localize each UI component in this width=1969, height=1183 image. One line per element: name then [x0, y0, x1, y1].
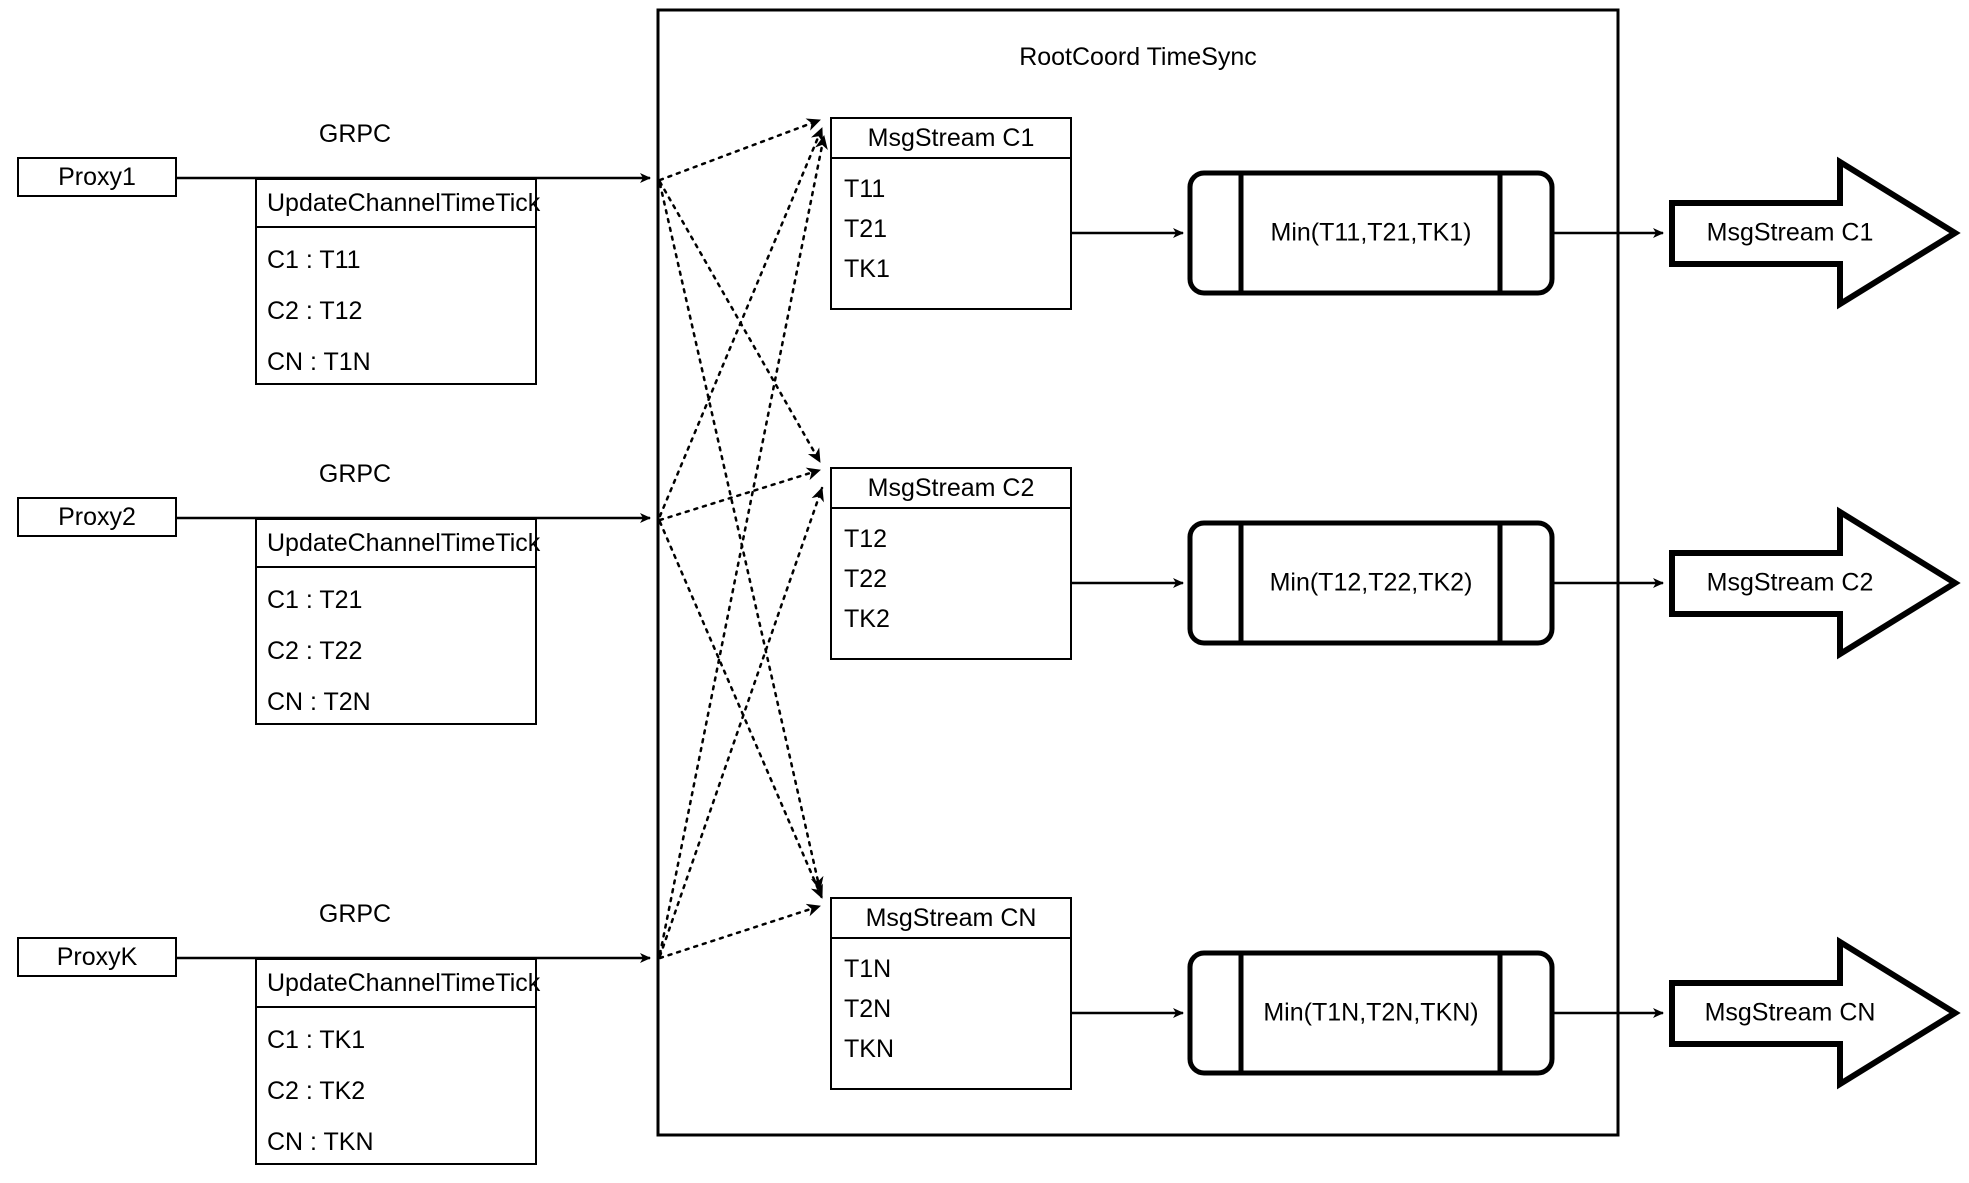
fan-p2-c2	[658, 467, 822, 522]
update-channel-timetick-body-1: C1 : T11 C2 : T12 CN : T1N	[257, 228, 535, 383]
msgstream-card-1-title: MsgStream C1	[832, 119, 1070, 159]
fan-pk-c2	[658, 486, 824, 958]
min-process-label-1: Min(T11,T21,TK1)	[1270, 218, 1472, 247]
fan-pk-cn	[658, 903, 822, 960]
grpc-label-3: GRPC	[318, 900, 392, 928]
update-channel-timetick-card-1: UpdateChannelTimeTick C1 : T11 C2 : T12 …	[255, 178, 540, 385]
msgstream-card-2-title: MsgStream C2	[832, 469, 1070, 509]
min-process-label-3: Min(T1N,T2N,TKN)	[1263, 998, 1479, 1027]
output-arrow-label-1: MsgStream C1	[1706, 218, 1874, 247]
msgstream-item: TKN	[844, 1035, 894, 1063]
msgstream-card-3-body: T1N T2N TKN	[832, 939, 1070, 1088]
msgstream-card-1-body: T11 T21 TK1	[832, 159, 1070, 308]
msgstream-card-2-body: T12 T22 TK2	[832, 509, 1070, 658]
update-channel-timetick-title-1: UpdateChannelTimeTick	[257, 180, 540, 228]
tick-row: C1 : T11	[267, 246, 361, 274]
output-arrow-label-3: MsgStream CN	[1704, 998, 1876, 1027]
msgstream-card-3: MsgStream CN T1N T2N TKN	[830, 897, 1072, 1090]
proxy-box-2[interactable]: Proxy2	[17, 497, 177, 537]
tick-row: CN : T1N	[267, 348, 371, 376]
grpc-label-1: GRPC	[318, 120, 392, 148]
proxy-box-3[interactable]: ProxyK	[17, 937, 177, 977]
tick-row: C2 : T22	[267, 637, 363, 665]
rootcoord-container	[656, 8, 1620, 1137]
update-channel-timetick-body-2: C1 : T21 C2 : T22 CN : T2N	[257, 568, 535, 723]
msgstream-item: T12	[844, 525, 888, 553]
tick-row: C1 : T21	[267, 586, 363, 614]
grpc-label-2: GRPC	[318, 460, 392, 488]
min-process-label-2: Min(T12,T22,TK2)	[1269, 568, 1473, 597]
tick-row: C2 : TK2	[267, 1077, 366, 1105]
tick-row: C1 : TK1	[267, 1026, 366, 1054]
rootcoord-container-title: RootCoord TimeSync	[1019, 43, 1257, 71]
fan-p2-cn	[658, 520, 824, 900]
msgstream-card-3-title: MsgStream CN	[832, 899, 1070, 939]
proxy-box-1-label: Proxy1	[58, 162, 136, 191]
update-channel-timetick-body-3: C1 : TK1 C2 : TK2 CN : TKN	[257, 1008, 535, 1163]
msgstream-item: T1N	[844, 955, 892, 983]
msgstream-item: T21	[844, 215, 888, 243]
msgstream-item: T22	[844, 565, 888, 593]
output-arrow-label-2: MsgStream C2	[1706, 568, 1874, 597]
fan-p1-c1	[658, 118, 822, 182]
proxy-box-2-label: Proxy2	[58, 502, 136, 531]
fan-p1-cn	[658, 182, 824, 892]
msgstream-item: T11	[844, 175, 886, 203]
fan-pk-c1	[658, 134, 828, 956]
tick-row: C2 : T12	[267, 297, 363, 325]
msgstream-card-2: MsgStream C2 T12 T22 TK2	[830, 467, 1072, 660]
tick-row: CN : TKN	[267, 1128, 374, 1156]
fan-p1-c2	[658, 180, 822, 464]
msgstream-card-1: MsgStream C1 T11 T21 TK1	[830, 117, 1072, 310]
msgstream-item: TK2	[844, 605, 890, 633]
tick-row: CN : T2N	[267, 688, 371, 716]
fan-p2-c1	[658, 126, 824, 518]
dotted-fanout	[658, 118, 828, 960]
proxy-box-3-label: ProxyK	[56, 942, 138, 971]
msgstream-item: T2N	[844, 995, 892, 1023]
update-channel-timetick-title-2: UpdateChannelTimeTick	[257, 520, 540, 568]
update-channel-timetick-title-3: UpdateChannelTimeTick	[257, 960, 540, 1008]
proxy-box-1[interactable]: Proxy1	[17, 157, 177, 197]
msgstream-item: TK1	[844, 255, 890, 283]
update-channel-timetick-card-2: UpdateChannelTimeTick C1 : T21 C2 : T22 …	[255, 518, 540, 725]
update-channel-timetick-card-3: UpdateChannelTimeTick C1 : TK1 C2 : TK2 …	[255, 958, 540, 1165]
